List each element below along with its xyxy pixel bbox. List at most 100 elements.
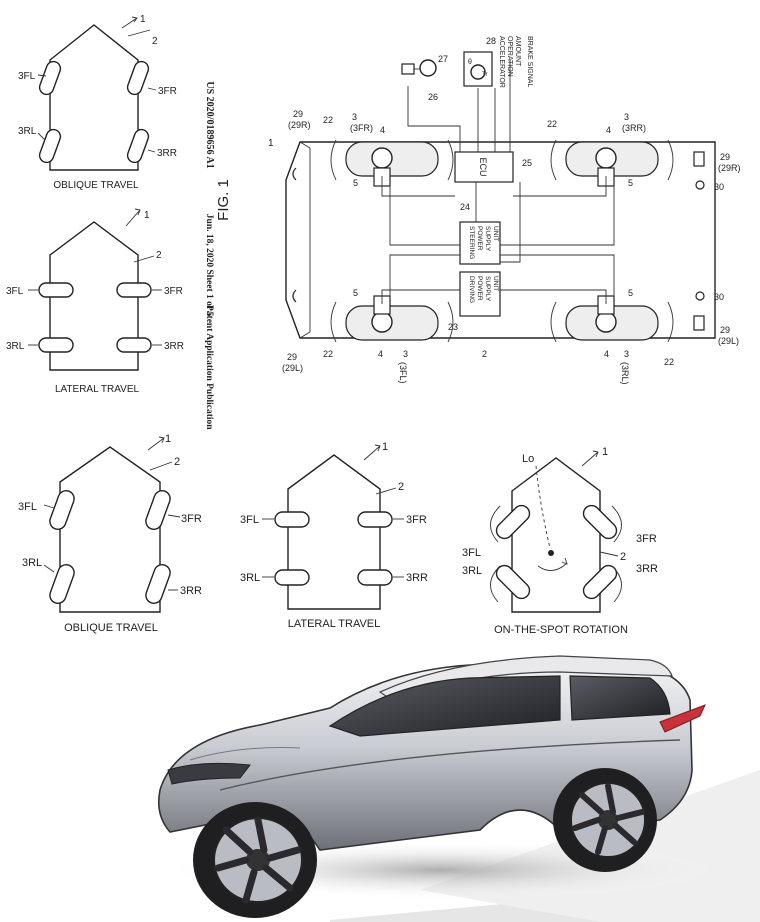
driving-line4: UNIT bbox=[492, 276, 499, 291]
ref-3fl: (3FL) bbox=[398, 362, 408, 384]
label-fr: 3FR bbox=[406, 514, 427, 526]
label-rr: 3RR bbox=[406, 572, 428, 584]
ref-28: 28 bbox=[486, 36, 496, 46]
ref-27: 27 bbox=[438, 54, 448, 64]
sensor-front-a bbox=[292, 167, 297, 181]
label-fl: 3FL bbox=[18, 501, 37, 513]
ref-22-c: 22 bbox=[323, 349, 333, 359]
wheel-fl bbox=[274, 511, 310, 528]
label-fl: 3FL bbox=[18, 71, 36, 82]
publication-label: Patent Application Publication bbox=[204, 305, 214, 430]
ref-22-a: 22 bbox=[323, 115, 333, 125]
theta-label: θ bbox=[468, 59, 472, 66]
wheel-rear-right bbox=[550, 139, 674, 187]
ref-vehicle: 1 bbox=[165, 433, 171, 445]
suv-rendering bbox=[0, 648, 760, 922]
caption: LATERAL TRAVEL bbox=[55, 384, 140, 395]
label-rl: 3RL bbox=[18, 126, 37, 137]
rear-wheel bbox=[553, 768, 657, 872]
wheel-fr bbox=[582, 504, 618, 540]
label-fl: 3FL bbox=[6, 286, 24, 297]
ref-29-a: 29 bbox=[293, 109, 303, 119]
sensor-30-bottom bbox=[695, 291, 705, 301]
ref-29r-b: (29R) bbox=[718, 163, 741, 173]
ref-body: 2 bbox=[620, 551, 626, 563]
patent-number: US 2020/0189656 A1 bbox=[204, 81, 215, 168]
front-wheel bbox=[193, 802, 317, 918]
label-rl: 3RL bbox=[22, 557, 42, 569]
vehicle-body-outline bbox=[49, 24, 139, 171]
label-fl: 3FL bbox=[240, 514, 259, 526]
wheel-fl bbox=[49, 490, 75, 530]
date-sheet: Jun. 18, 2020 Sheet 1 of 5 bbox=[204, 214, 214, 317]
steering-wheel bbox=[419, 59, 437, 77]
vehicle-body-outline bbox=[59, 446, 161, 613]
wheel-fr bbox=[357, 511, 393, 528]
wheel-fr bbox=[116, 282, 152, 298]
ref-3-fr: 3 bbox=[352, 112, 357, 122]
wheel-rl bbox=[274, 569, 310, 586]
steering-line4: UNIT bbox=[492, 226, 499, 241]
ref-4-rl: 4 bbox=[604, 349, 609, 359]
ref-3rl: (3RL) bbox=[620, 362, 630, 385]
ref-4-rr: 4 bbox=[606, 125, 611, 135]
small-lateral-diagram: 1 2 3FL 3FR 3RL 3RR LATERAL TRAVEL bbox=[6, 208, 184, 395]
ref-5-rl: 5 bbox=[628, 288, 633, 298]
sensor-29r-rear bbox=[693, 151, 705, 167]
wheel-fr bbox=[145, 490, 171, 530]
ref-22-d: 22 bbox=[664, 357, 674, 367]
label-rl: 3RL bbox=[240, 572, 260, 584]
ref-5-rr: 5 bbox=[628, 178, 633, 188]
center-label: Lo bbox=[522, 453, 534, 465]
ref-3fr: (3FR) bbox=[350, 123, 373, 133]
caption: OBLIQUE TRAVEL bbox=[53, 180, 139, 191]
ref-body: 2 bbox=[398, 481, 404, 493]
ref-3-rr: 3 bbox=[624, 112, 629, 122]
rotation-diagram: Lo 1 2 3FL 3FR 3RL 3RR ON-THE-SPOT ROTAT… bbox=[462, 446, 658, 636]
ref-vehicle: 1 bbox=[602, 446, 608, 458]
ref-5-fr: 5 bbox=[353, 178, 358, 188]
label-rl: 3RL bbox=[6, 341, 25, 352]
ref-26: 26 bbox=[428, 92, 438, 102]
ref-30-b: 30 bbox=[714, 292, 724, 302]
steering-unit-box bbox=[459, 221, 501, 265]
suv-windows bbox=[328, 675, 561, 737]
ecu-label: ECU bbox=[478, 157, 488, 176]
label-rr: 3RR bbox=[157, 148, 177, 159]
ref-4-fl: 4 bbox=[378, 349, 383, 359]
label-rr: 3RR bbox=[180, 585, 202, 597]
caption: ON-THE-SPOT ROTATION bbox=[494, 624, 628, 636]
caption: OBLIQUE TRAVEL bbox=[64, 622, 158, 634]
wheel-rr bbox=[145, 564, 171, 604]
steering-sensor bbox=[401, 63, 415, 75]
ref-29r-a: (29R) bbox=[288, 120, 311, 130]
wheel-front-right bbox=[330, 139, 454, 187]
ref-body: 2 bbox=[174, 456, 180, 468]
wheel-front-left bbox=[330, 295, 454, 343]
tail-light bbox=[659, 704, 706, 733]
ref-3-rl: 3 bbox=[624, 349, 629, 359]
ecu-box bbox=[454, 151, 514, 183]
wheel-rear-left bbox=[550, 295, 674, 343]
wheel-rr bbox=[357, 569, 393, 586]
ref-22-b: 22 bbox=[547, 119, 557, 129]
driving-line2: POWER bbox=[476, 276, 483, 301]
label-fr: 3FR bbox=[181, 513, 202, 525]
ref-5-fl: 5 bbox=[353, 288, 358, 298]
ref-29-d: 29 bbox=[287, 352, 297, 362]
caption: LATERAL TRAVEL bbox=[288, 618, 381, 630]
signal-line2: OPERATION bbox=[506, 36, 513, 77]
ref-body: 2 bbox=[152, 36, 158, 47]
ref-29l-a: (29L) bbox=[282, 363, 303, 373]
steering-line3: SUPPLY bbox=[484, 226, 491, 252]
driving-line3: SUPPLY bbox=[484, 276, 491, 302]
wheel-rl bbox=[38, 337, 74, 353]
ref-30-a: 30 bbox=[714, 182, 724, 192]
sensor-29l-rear bbox=[693, 315, 705, 331]
driving-unit-box bbox=[459, 271, 501, 317]
signal-line3: AMOUNT bbox=[514, 36, 521, 67]
sensor-front-b bbox=[292, 289, 297, 303]
ref-29-c: 29 bbox=[720, 325, 730, 335]
wheel-fr bbox=[126, 60, 150, 96]
